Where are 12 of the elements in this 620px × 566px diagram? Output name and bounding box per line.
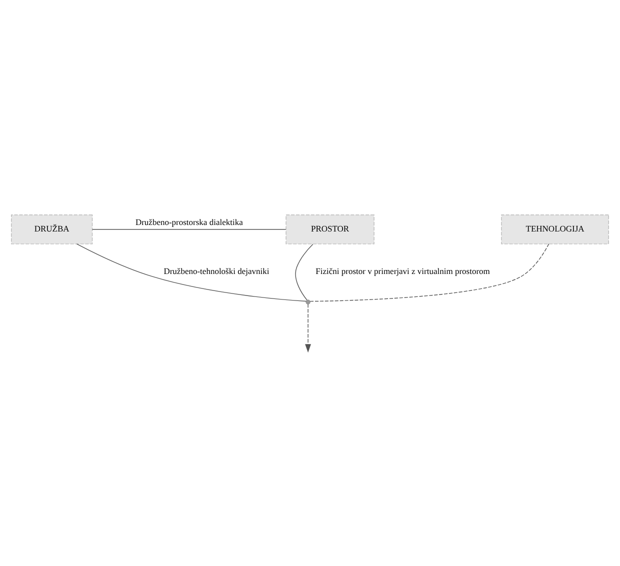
node-box: DRUŽBA xyxy=(11,214,93,244)
node-box: PROSTOR xyxy=(286,214,374,244)
edge-label: Fizični prostor v primerjavi z virtualnim prostorom xyxy=(316,266,490,276)
node-point xyxy=(306,299,310,304)
connector xyxy=(76,243,307,302)
connector xyxy=(310,243,550,302)
node-box: TEHNOLOGIJA xyxy=(501,214,609,244)
connector xyxy=(295,243,314,300)
edge-label: Družbeno-tehnološki dejavniki xyxy=(164,266,270,276)
edge-label: Družbeno-prostorska dialektika xyxy=(135,216,243,226)
arrow xyxy=(305,303,312,352)
connector xyxy=(92,228,286,230)
